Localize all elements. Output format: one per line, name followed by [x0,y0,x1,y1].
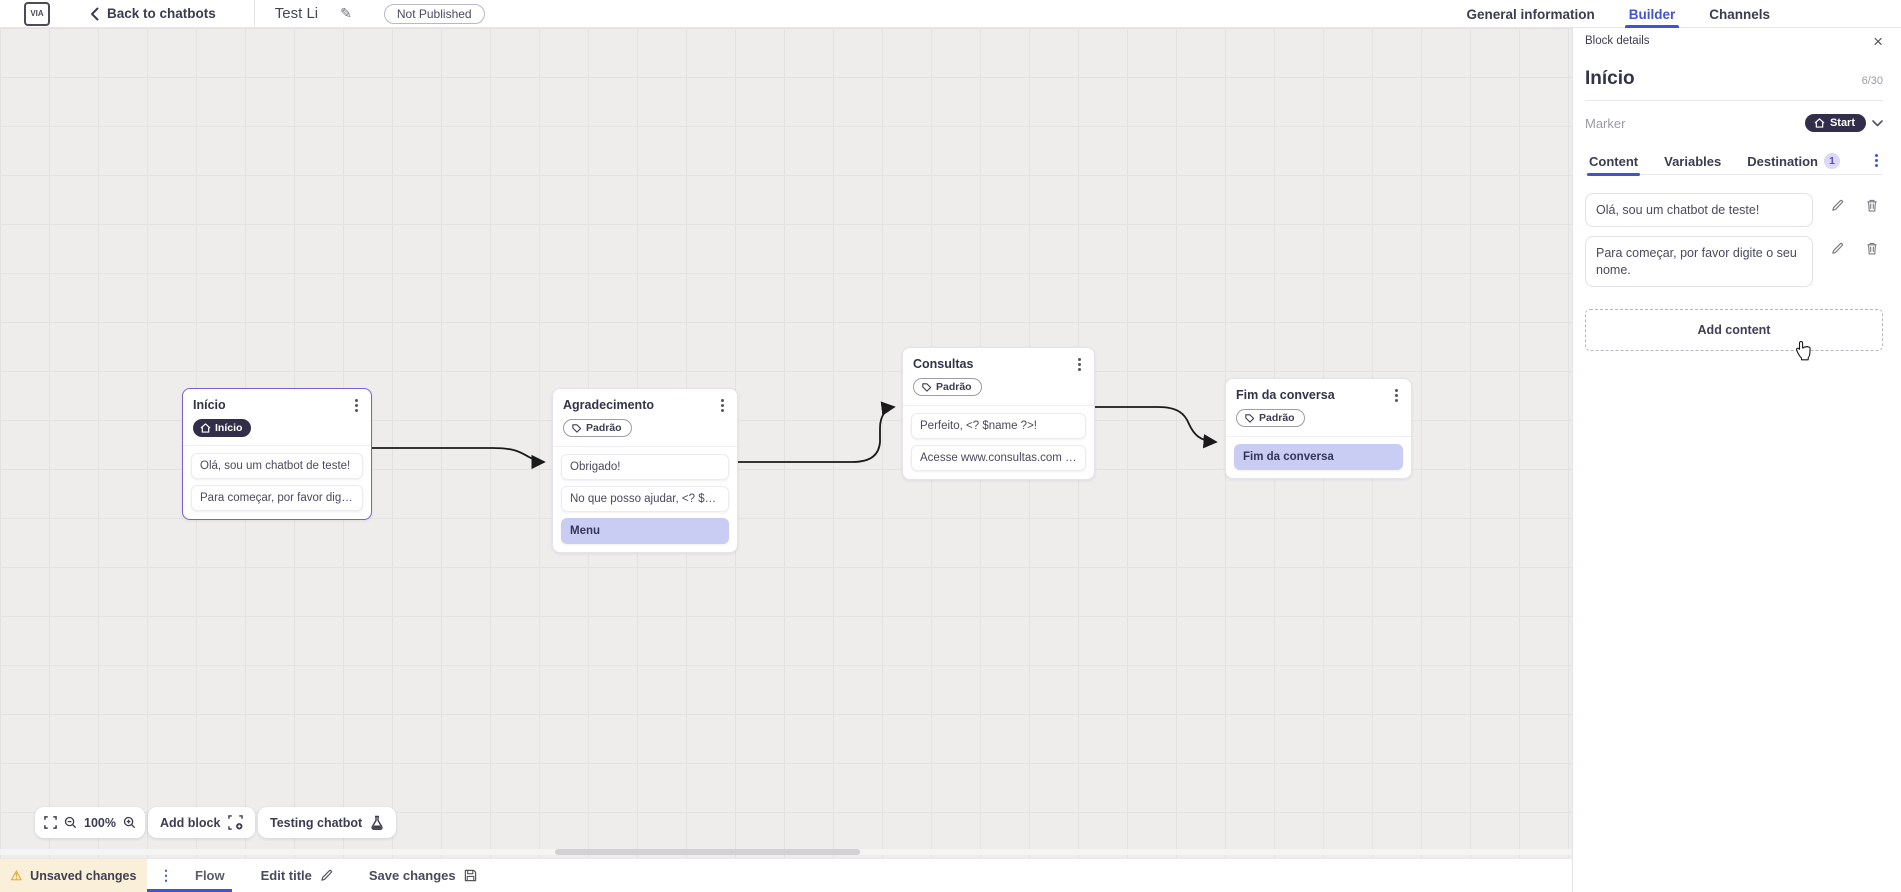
flow-canvas[interactable]: Início Início Olá, sou um chatbot de tes… [0,28,1572,858]
chevron-left-icon [90,7,99,21]
app-logo-icon[interactable]: VIA [24,1,50,26]
save-changes-button[interactable]: Save changes [369,868,477,883]
panel-title: Block details [1585,35,1650,47]
unsaved-changes-label: Unsaved changes [30,868,137,883]
save-changes-label: Save changes [368,868,456,883]
unsaved-changes-chip: ⚠ Unsaved changes [0,859,147,892]
zoom-out-icon[interactable] [64,816,77,829]
node-menu-icon[interactable] [718,398,727,413]
tab-variables[interactable]: Variables [1664,153,1722,169]
tab-flow[interactable]: Flow [195,868,225,883]
topbar-divider [253,0,255,28]
divider [1585,100,1883,101]
canvas-horizontal-scrollbar[interactable] [0,849,1572,855]
content-row: Olá, sou um chatbot de teste! [1585,193,1883,228]
status-bar: ⚠ Unsaved changes ⋮ Flow Edit title Save… [0,858,1572,892]
content-list: Olá, sou um chatbot de teste! Para começ… [1585,193,1883,287]
flow-node-fim-da-conversa[interactable]: Fim da conversa Padrão Fim da conversa [1225,378,1412,479]
destination-count-badge: 1 [1824,153,1841,169]
home-icon [200,423,211,433]
message-text-box[interactable]: Olá, sou um chatbot de teste! [1585,193,1813,228]
tab-channels[interactable]: Channels [1709,6,1770,22]
home-icon [1814,118,1825,128]
dashed-square-plus-icon [228,815,244,830]
zoom-controls: 100% [35,807,145,838]
node-message-item[interactable]: Perfeito, <? $name ?>! [911,412,1086,439]
flow-node-inicio[interactable]: Início Início Olá, sou um chatbot de tes… [182,388,372,520]
char-counter: 6/30 [1861,75,1883,87]
add-content-button[interactable]: Add content [1585,308,1883,351]
close-icon[interactable]: × [1873,31,1883,51]
add-block-button[interactable]: Add block [148,807,256,838]
tab-destination[interactable]: Destination 1 [1747,148,1841,175]
node-message-item[interactable]: Acesse www.consultas.com par... [911,444,1086,471]
flow-node-consultas[interactable]: Consultas Padrão Perfeito, <? $name ?>! … [902,347,1095,480]
node-message-item[interactable]: Obrigado! [561,453,729,480]
scrollbar-thumb[interactable] [555,849,860,855]
flow-tab-wrap: ⋮ Flow [147,859,232,892]
marker-label: Marker [1585,115,1626,131]
node-menu-icon[interactable] [1392,388,1401,403]
node-menu-item[interactable]: Menu [561,517,729,544]
testing-chatbot-button[interactable]: Testing chatbot [258,807,397,838]
tab-content[interactable]: Content [1586,148,1641,176]
trash-icon[interactable] [1866,242,1878,255]
node-message-item[interactable]: No que posso ajudar, <? $name ... [561,485,729,512]
builder-nav-tabs: General information Builder Channels [1466,0,1770,28]
top-bar: VIA Back to chatbots Test Li ✎ Not Publi… [0,0,1901,28]
warning-icon: ⚠ [10,867,23,883]
pencil-icon[interactable] [1831,242,1844,255]
content-row: Para começar, por favor digite o seu nom… [1585,236,1883,287]
tab-builder[interactable]: Builder [1624,0,1679,28]
node-title: Fim da conversa [1236,388,1335,402]
back-to-chatbots-button[interactable]: Back to chatbots [90,6,216,21]
block-details-panel: Block details × Início 6/30 Marker Start… [1572,28,1901,892]
default-marker-badge: Padrão [563,419,632,437]
node-title: Consultas [913,357,974,371]
panel-menu-icon[interactable] [1872,153,1881,168]
panel-tabs: Content Variables Destination 1 [1585,148,1883,176]
zoom-level: 100% [84,815,116,830]
node-end-item[interactable]: Fim da conversa [1234,443,1403,470]
floppy-disk-icon [464,869,477,882]
node-message-item[interactable]: Para começar, por favor digite o ... [191,485,363,511]
tag-icon [1245,413,1255,423]
start-marker-badge: Início [193,419,252,437]
block-name[interactable]: Início [1585,68,1635,89]
add-block-label: Add block [160,815,221,830]
tab-general-information[interactable]: General information [1466,6,1595,22]
default-marker-badge: Padrão [913,378,982,396]
pencil-icon[interactable] [1831,199,1844,212]
pencil-icon [320,869,333,882]
flask-icon [370,815,384,830]
edit-title-icon[interactable]: ✎ [340,5,352,21]
fullscreen-icon[interactable] [44,816,57,829]
message-text-box[interactable]: Para começar, por favor digite o seu nom… [1585,236,1813,287]
default-marker-badge: Padrão [1236,409,1305,427]
marker-start-pill[interactable]: Start [1804,114,1866,132]
trash-icon[interactable] [1866,199,1878,212]
zoom-in-icon[interactable] [123,816,136,829]
publish-status-badge: Not Published [383,3,485,24]
edit-title-button[interactable]: Edit title [261,868,333,883]
testing-chatbot-label: Testing chatbot [270,815,363,830]
statusbar-menu-icon[interactable]: ⋮ [159,867,173,883]
back-label: Back to chatbots [107,6,216,21]
node-title: Início [193,398,226,412]
chatbot-title: Test Li [274,5,319,22]
node-message-item[interactable]: Olá, sou um chatbot de teste! [191,453,363,479]
flow-node-agradecimento[interactable]: Agradecimento Padrão Obrigado! No que po… [552,388,738,553]
edit-title-label: Edit title [260,868,312,883]
node-menu-icon[interactable] [1075,357,1084,372]
node-menu-icon[interactable] [352,398,361,413]
chevron-down-icon[interactable] [1872,119,1883,127]
tag-icon [922,382,932,392]
tag-icon [572,423,582,433]
node-title: Agradecimento [563,398,654,412]
